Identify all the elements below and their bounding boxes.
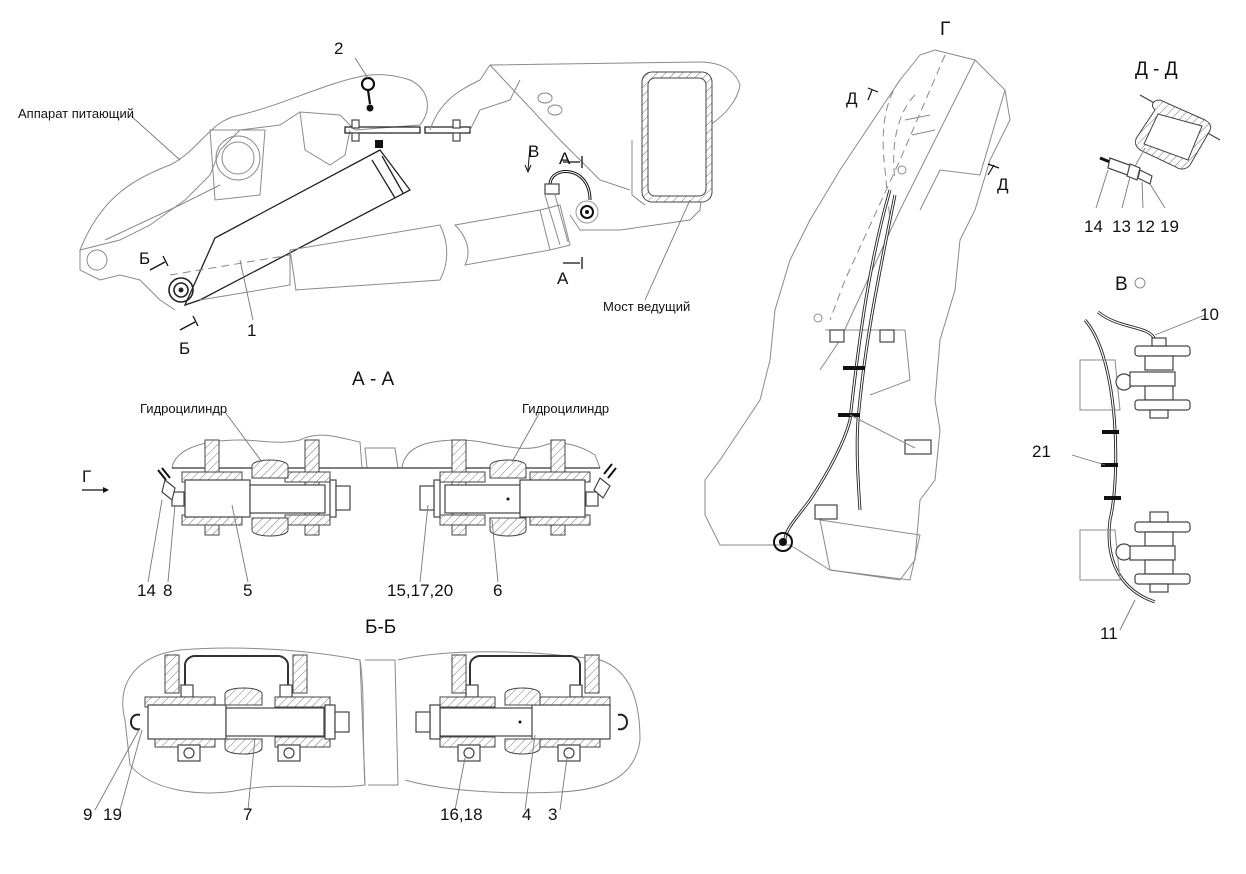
callout-6: 6 — [493, 581, 503, 600]
callout-19-bb: 19 — [103, 805, 122, 824]
callout-9: 9 — [83, 805, 93, 824]
hydrocylinder-label-left: Гидроцилиндр — [140, 401, 228, 416]
callout-21: 21 — [1032, 442, 1051, 461]
view-v-drawing — [1071, 277, 1206, 631]
view-mark-v: В — [528, 142, 540, 161]
section-aa-drawing — [82, 411, 617, 583]
callout-11: 11 — [1100, 624, 1118, 643]
callout-13: 13 — [1112, 217, 1131, 236]
section-mark-d-right: Д — [997, 175, 1009, 194]
callout-8: 8 — [163, 581, 173, 600]
callout-16-18: 16,18 — [440, 805, 483, 824]
section-mark-d-left: Д — [846, 89, 858, 108]
section-aa-title: А - А — [352, 369, 395, 390]
section-bb-drawing — [94, 647, 641, 811]
hydrocylinder-label-right: Гидроцилиндр — [522, 401, 610, 416]
section-mark-b-top: Б — [139, 249, 151, 268]
main-view-feeder-assembly — [79, 57, 741, 331]
callout-19-dd: 19 — [1160, 217, 1179, 236]
callout-10: 10 — [1200, 305, 1219, 324]
section-dd-drawing — [1095, 94, 1221, 209]
callout-5: 5 — [243, 581, 253, 600]
callout-14-dd: 14 — [1084, 217, 1103, 236]
callout-15-17-20: 15,17,20 — [387, 581, 454, 600]
callout-1: 1 — [247, 321, 257, 340]
callout-7: 7 — [243, 805, 253, 824]
section-mark-b-bottom: Б — [179, 339, 191, 358]
section-mark-a-top: А — [559, 149, 571, 168]
section-dd-title: Д - Д — [1135, 59, 1178, 80]
feeder-label: Аппарат питающий — [18, 106, 135, 121]
section-mark-a-bottom: А — [557, 269, 569, 288]
callout-4: 4 — [522, 805, 532, 824]
callout-12: 12 — [1136, 217, 1155, 236]
view-v-title: В — [1115, 274, 1128, 295]
callout-14-aa: 14 — [137, 581, 156, 600]
callout-3: 3 — [548, 805, 558, 824]
view-g-title: Г — [940, 19, 951, 40]
drive-axle-label: Мост ведущий — [603, 299, 691, 314]
view-arrow-g: Г — [82, 467, 92, 486]
callout-2: 2 — [334, 39, 344, 58]
view-g-drawing — [704, 49, 1011, 581]
section-bb-title: Б-Б — [365, 617, 397, 638]
